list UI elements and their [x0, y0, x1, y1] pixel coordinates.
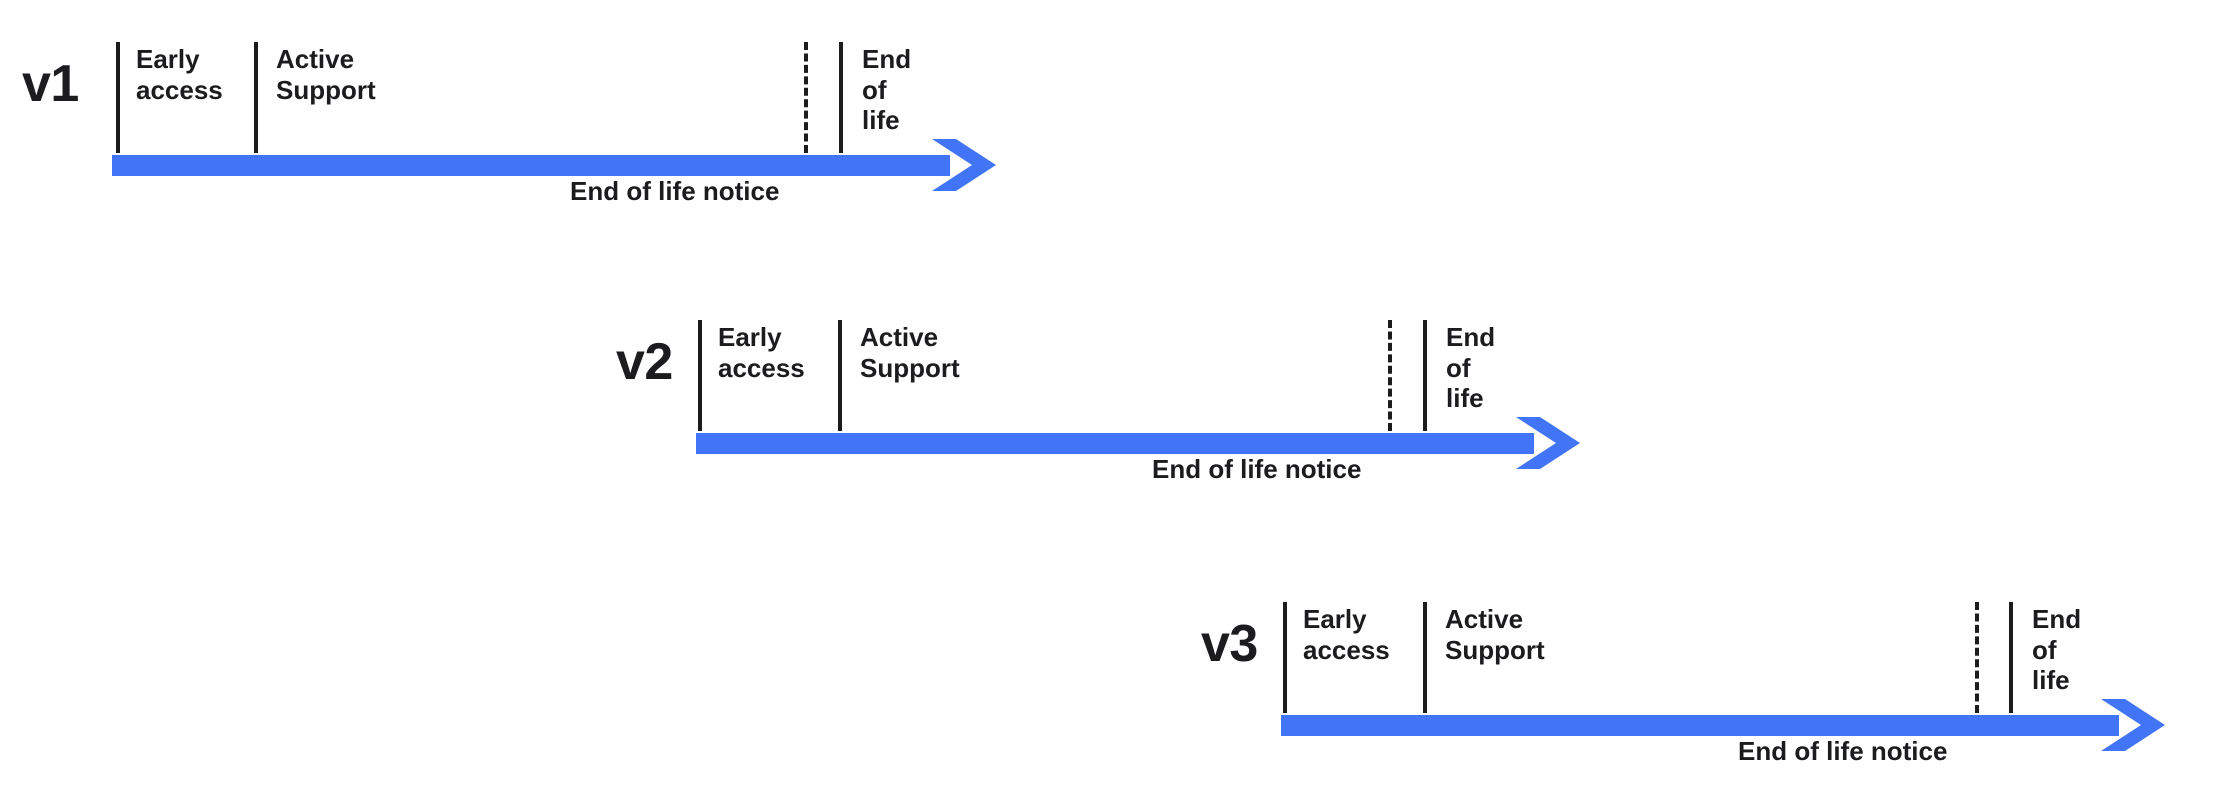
timeline-arrow-v2 — [696, 417, 1580, 469]
end-of-life-notice-label-v1: End of life notice — [570, 176, 780, 206]
phase-label-active-support-v1: Active Support — [276, 44, 376, 105]
phase-label-active-support-v2: Active Support — [860, 322, 960, 383]
timeline-arrow-v1 — [112, 139, 996, 191]
phase-divider-early-access-start-v3 — [1283, 602, 1287, 713]
end-of-life-notice-label-v3: End of life notice — [1738, 736, 1948, 766]
phase-label-early-access-v2: Early access — [718, 322, 805, 383]
phase-divider-early-access-start-v2 — [698, 320, 702, 431]
phase-label-end-of-life-v2: End of life — [1446, 322, 1496, 414]
phase-label-active-support-v3: Active Support — [1445, 604, 1545, 665]
phase-divider-early-access-start-v1 — [116, 42, 120, 153]
phase-label-end-of-life-v1: End of life — [862, 44, 912, 136]
phase-label-early-access-v1: Early access — [136, 44, 223, 105]
phase-divider-active-support-start-v3 — [1423, 602, 1427, 713]
timeline-arrow-v3 — [1281, 699, 2165, 751]
phase-divider-end-of-life-v3 — [2009, 602, 2013, 713]
phase-divider-end-of-life-v1 — [839, 42, 843, 153]
version-label-v1: v1 — [22, 55, 79, 113]
version-label-v3: v3 — [1201, 615, 1258, 673]
end-of-life-notice-divider-v2 — [1388, 320, 1392, 431]
end-of-life-notice-divider-v1 — [804, 42, 808, 153]
phase-label-end-of-life-v3: End of life — [2032, 604, 2082, 696]
end-of-life-notice-label-v2: End of life notice — [1152, 454, 1362, 484]
phase-divider-end-of-life-v2 — [1423, 320, 1427, 431]
phase-label-early-access-v3: Early access — [1303, 604, 1390, 665]
phase-divider-active-support-start-v2 — [838, 320, 842, 431]
version-label-v2: v2 — [616, 333, 673, 391]
end-of-life-notice-divider-v3 — [1975, 602, 1979, 713]
phase-divider-active-support-start-v1 — [254, 42, 258, 153]
